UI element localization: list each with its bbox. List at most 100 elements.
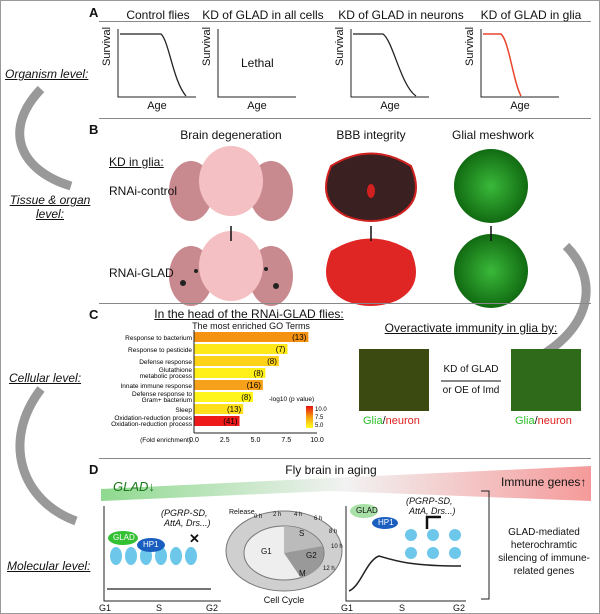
bar [194, 356, 279, 366]
hour-label: 0 h [254, 514, 263, 520]
panel-label-c: C [89, 307, 99, 322]
bar-value-label: (41) [223, 417, 238, 426]
bar-value-label: (8) [267, 357, 277, 366]
category-label: Sleep [175, 407, 192, 414]
category-label: Response to pesticide [128, 347, 192, 354]
kd-in-glia-label: KD in glia: [109, 155, 164, 169]
glad-protein-right [350, 504, 378, 518]
go-bar-chart: (13)Response to bacterium(7)Response to … [111, 330, 327, 444]
category-label: Defense response [139, 359, 192, 366]
legend-tick: 10.0 [315, 407, 327, 413]
category-label: Gram+ bacterium [142, 397, 192, 404]
release-label: Release [229, 509, 255, 516]
g1-phase: G1 [261, 547, 272, 556]
hour-label: 10 h [331, 544, 343, 550]
genes-label: AttA, Drs...) [164, 518, 211, 528]
hp1-protein-left [137, 538, 165, 552]
axis-s: S [156, 603, 163, 613]
col-title: Glial meshwork [451, 128, 535, 142]
genes-label: (PGRP-SD, [161, 508, 208, 518]
genes-label: (PGRP-SD, [406, 496, 453, 506]
hour-label: 2 h [273, 512, 282, 518]
level-organism: Organism level: [5, 67, 89, 81]
x-label: Age [147, 100, 167, 112]
hp1-label: HP1 [378, 518, 394, 527]
summary-text: GLAD-mediated heterochramtic silencing o… [498, 526, 590, 578]
divider [99, 21, 591, 22]
legend-colorbar [306, 406, 313, 428]
oe-text: or OE of Imd [442, 385, 500, 396]
axis-g2: G2 [453, 603, 466, 613]
hour-label: 12 h [323, 566, 335, 572]
molecular-plots [103, 490, 490, 602]
kd-text: KD of GLAD [443, 364, 499, 375]
bar [194, 344, 288, 354]
x-axis-label: (Fold enrichment) [140, 437, 191, 444]
category-label: metabolic process [140, 373, 193, 380]
x-tick-label: 10.0 [310, 437, 324, 444]
panel-label-a: A [89, 5, 99, 20]
bar [194, 380, 263, 390]
plot-title: Control flies [126, 8, 190, 22]
bar-value-label: (13) [227, 405, 242, 414]
hour-label: 6 h [314, 516, 323, 522]
x-tick-label: 0.0 [189, 437, 199, 444]
x-label: Age [510, 100, 530, 112]
category-label: Oxidation-reduction process [111, 421, 193, 428]
bar [194, 404, 244, 414]
glad-label: GLAD [113, 533, 135, 542]
survival-plots [117, 29, 559, 98]
summary-line: heterochramtic [510, 540, 578, 551]
slash: / [534, 415, 538, 427]
axis-s: S [399, 603, 406, 613]
y-label: Survival [464, 26, 476, 66]
bar [194, 332, 309, 342]
bar [194, 368, 266, 378]
x-label: Age [380, 100, 400, 112]
x-tick-label: 5.0 [251, 437, 261, 444]
col-title: Brain degeneration [180, 128, 282, 142]
slash: / [382, 415, 386, 427]
immune-up: Immune genes↑ [501, 475, 587, 489]
arrow-cellular-to-molecular [15, 386, 78, 526]
legend-tick: 7.5 [315, 415, 324, 421]
level-tissue: Tissue & organ level: [9, 193, 91, 221]
category-label: Defense response to [132, 391, 192, 398]
category-label: Glutathione [159, 367, 193, 374]
divider [99, 458, 591, 459]
bar-value-label: (13) [292, 333, 307, 342]
summary-line: silencing of immune- [498, 553, 590, 564]
rnai-control-label: RNAi-control [109, 184, 178, 198]
summary-line: GLAD-mediated [508, 527, 580, 538]
immunity-title: Overactivate immunity in glia by: [384, 321, 558, 335]
bar [194, 416, 240, 426]
legend-title: -log10 (p value) [269, 396, 314, 403]
lethal-note: Lethal [241, 56, 274, 70]
bar-value-label: (8) [254, 369, 264, 378]
panel-label-d: D [89, 462, 99, 477]
blocked-icon: ✕ [189, 531, 200, 546]
m-phase: M [299, 569, 306, 578]
plot-title: KD of GLAD in glia [480, 8, 582, 22]
activated-glia-image [511, 349, 581, 411]
level-molecular: Molecular level: [7, 559, 91, 573]
plot-title: KD of GLAD in neurons [338, 8, 464, 22]
hp1-label: HP1 [143, 540, 159, 549]
neuron-label: neuron [385, 415, 420, 427]
glia-neuron-label: Glia/neuron [515, 415, 572, 427]
axis-g1: G1 [341, 603, 354, 613]
g2-phase: G2 [306, 551, 317, 560]
aging-label: Fly brain in aging [285, 463, 377, 477]
level-cellular: Cellular level: [9, 371, 82, 385]
summary-line: related genes [513, 566, 575, 577]
hour-label: 4 h [294, 512, 303, 518]
glad-label: GLAD [356, 506, 378, 515]
glial-meshwork-images [454, 149, 528, 308]
control-glia-image [359, 349, 429, 411]
transcription-arrow-icon [425, 515, 441, 529]
y-label: Survival [334, 26, 346, 66]
plot-title: KD of GLAD in all cells [202, 8, 324, 22]
x-tick-label: 7.5 [281, 437, 291, 444]
